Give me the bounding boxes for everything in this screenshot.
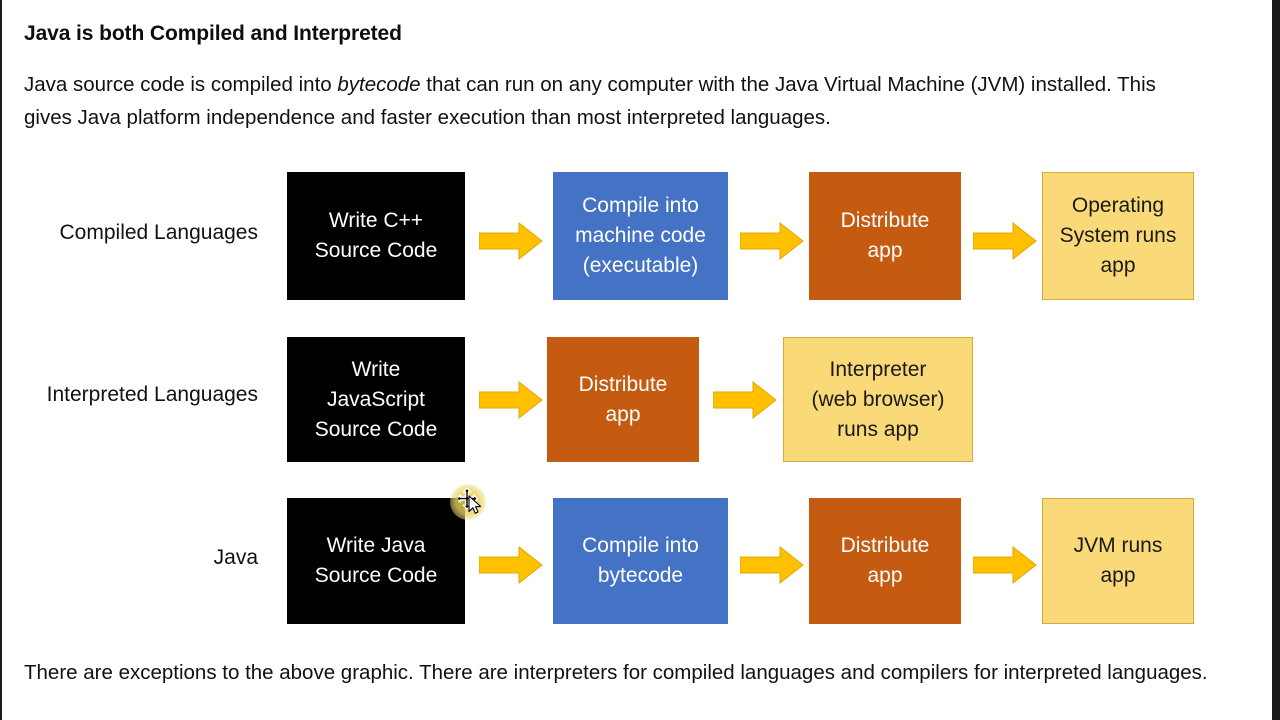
arrow-right-icon <box>479 546 543 584</box>
node-label: Write C++Source Code <box>314 209 438 262</box>
arrow-right-icon <box>973 546 1037 584</box>
node-interpreter-runs-app[interactable]: Interpreter(web browser)runs app <box>783 337 973 462</box>
page-title: Java is both Compiled and Interpreted <box>24 22 402 45</box>
node-write-cpp-source-code[interactable]: Write C++Source Code <box>287 172 465 300</box>
intro-text-part2: that can run on any computer with the Ja… <box>24 73 1156 129</box>
arrow-right-icon <box>973 222 1037 260</box>
row-label-interpreted-languages: Interpreted Languages <box>46 383 258 406</box>
arrow-right-icon <box>740 546 804 584</box>
arrow-right-icon <box>479 222 543 260</box>
arrow-right-icon <box>479 381 543 419</box>
row-label-compiled-languages: Compiled Languages <box>59 221 258 244</box>
row-label-java: Java <box>213 546 258 569</box>
footer-note: There are exceptions to the above graphi… <box>24 661 1208 684</box>
arrow-right-icon <box>713 381 777 419</box>
intro-emphasis-bytecode: bytecode <box>337 73 421 96</box>
intro-text-part1: Java source code is compiled into <box>24 73 338 96</box>
arrow-right-icon <box>740 222 804 260</box>
intro-paragraph: Java source code is compiled into byteco… <box>24 68 1204 134</box>
node-label: Interpreter(web browser)runs app <box>811 357 945 441</box>
